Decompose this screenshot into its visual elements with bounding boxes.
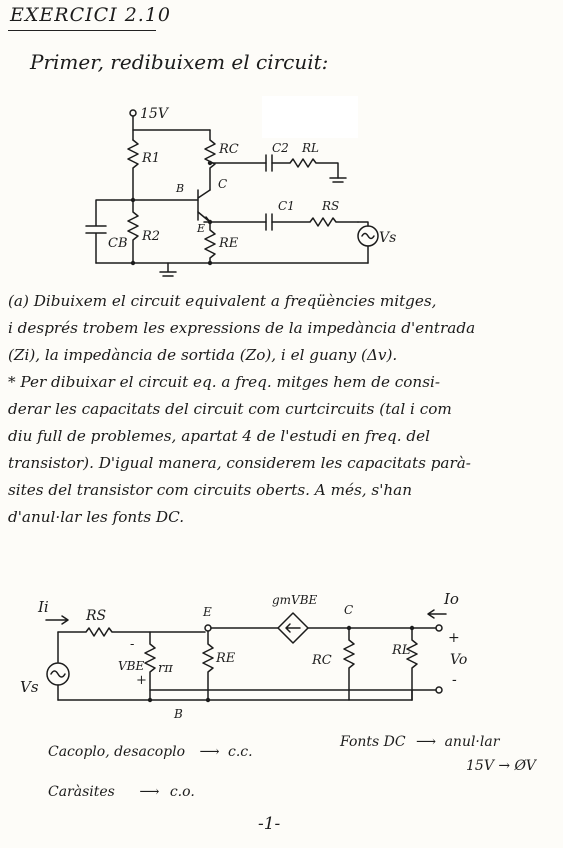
c2-label: C2 bbox=[272, 141, 289, 155]
base-label: B bbox=[175, 182, 184, 195]
paragraph-line: * Per dibuixar el circuit eq. a freq. mi… bbox=[8, 373, 440, 391]
note-parasitic-text: Caràsites bbox=[48, 784, 115, 800]
explanation-paragraph: (a) Dibuixem el circuit equivalent a fre… bbox=[8, 288, 558, 531]
cb-label: CB bbox=[108, 236, 128, 251]
paragraph-line: (Zi), la impedància de sortida (Zo), i e… bbox=[8, 346, 398, 364]
intro-text: Primer, redibuixem el circuit: bbox=[30, 50, 329, 74]
paragraph-line: (a) Dibuixem el circuit equivalent a fre… bbox=[8, 292, 437, 310]
vs-label: Vs bbox=[379, 230, 396, 246]
note-parasitic-result: c.o. bbox=[169, 784, 195, 800]
note-dc-text: Fonts DC bbox=[340, 734, 406, 750]
note-supply-zero: 15V → ØV bbox=[466, 758, 536, 774]
paragraph-line: i després trobem les expressions de la i… bbox=[8, 319, 476, 337]
exercise-title: EXERCICI 2.10 bbox=[10, 4, 172, 26]
ii-label: Ii bbox=[37, 598, 49, 616]
e-node-label: E bbox=[202, 605, 212, 619]
vbe-plus: + bbox=[136, 673, 147, 688]
paragraph-line: d'anul·lar les fonts DC. bbox=[8, 508, 185, 526]
note-coupling-text: Cacoplo, desacoplo bbox=[48, 744, 186, 760]
emitter-label: E bbox=[196, 222, 205, 235]
vo-label: Vo bbox=[450, 652, 467, 668]
rl-label: RL bbox=[301, 141, 319, 155]
supply-label: 15V bbox=[140, 106, 170, 122]
paragraph-line: diu full de problemes, apartat 4 de l'es… bbox=[8, 427, 430, 445]
note-coupling-result: c.c. bbox=[228, 744, 253, 760]
note-dc-sources: Fonts DC ⟶ anul·lar bbox=[340, 734, 499, 750]
re2-label: RE bbox=[215, 651, 236, 666]
vbe-minus: - bbox=[130, 637, 134, 652]
vo-minus: - bbox=[452, 672, 457, 688]
vs2-label: Vs bbox=[20, 678, 39, 696]
rl2-label: RL bbox=[391, 643, 410, 658]
rpi-label: rπ bbox=[158, 661, 173, 676]
title-underline bbox=[8, 30, 156, 31]
note-dc-result: anul·lar bbox=[444, 734, 500, 750]
rs-label: RS bbox=[321, 199, 339, 213]
re-label: RE bbox=[218, 236, 239, 251]
paragraph-line: sites del transistor com circuits oberts… bbox=[8, 481, 412, 499]
c-node-label: C bbox=[344, 603, 353, 617]
paragraph-line: derar les capacitats del circuit com cur… bbox=[8, 400, 452, 418]
gm-source-label: gmVBE bbox=[272, 593, 318, 607]
paragraph-line: transistor). D'igual manera, considerem … bbox=[8, 454, 471, 472]
c1-label: C1 bbox=[278, 199, 295, 213]
io-label: Io bbox=[443, 590, 459, 608]
r2-label: R2 bbox=[141, 229, 160, 244]
page-number: -1- bbox=[258, 814, 281, 834]
vo-plus: + bbox=[448, 630, 460, 646]
b-node-label: B bbox=[173, 707, 183, 721]
note-coupling: Cacoplo, desacoplo ⟶ c.c. bbox=[48, 744, 253, 760]
vbe-label: VBE bbox=[118, 659, 144, 673]
arrow-glyph: ⟶ bbox=[416, 734, 437, 750]
note-parasitic: Caràsites ⟶ c.o. bbox=[48, 784, 195, 800]
arrow-glyph: ⟶ bbox=[199, 744, 220, 760]
rc-label: RC bbox=[218, 142, 239, 157]
collector-label: C bbox=[218, 177, 227, 191]
rc2-label: RC bbox=[311, 653, 332, 668]
arrow-glyph: ⟶ bbox=[139, 784, 160, 800]
rs2-label: RS bbox=[85, 608, 106, 624]
redaction-block bbox=[262, 96, 358, 138]
r1-label: R1 bbox=[141, 151, 160, 166]
